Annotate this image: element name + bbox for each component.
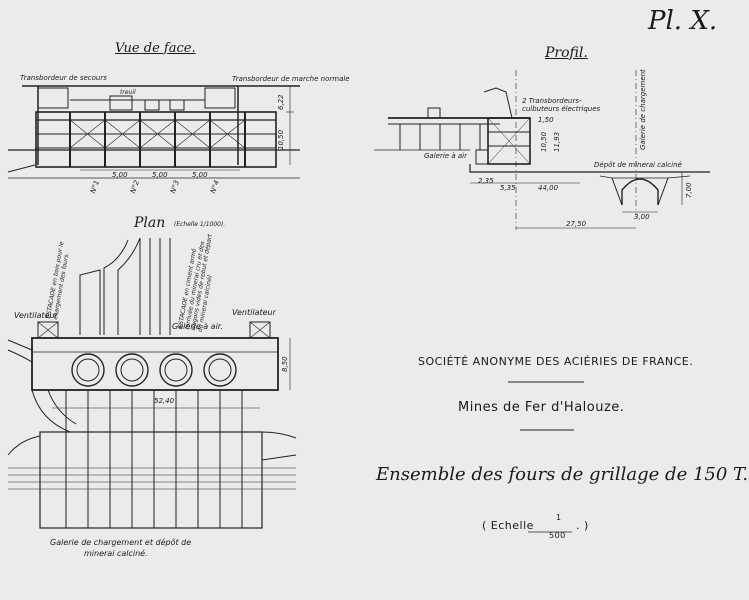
spacing-dim-3: 5,00 xyxy=(192,171,208,179)
profile-dim-8: 3,00 xyxy=(634,213,650,221)
profile-deposit: Dépôt de minerai calciné xyxy=(594,161,682,169)
profile-drawing xyxy=(374,70,710,230)
title-heading: Ensemble des fours de grillage de 150 T. xyxy=(376,464,749,485)
plan-side-dim: 8,50 xyxy=(281,356,289,372)
title-scale-prefix: ( Echelle xyxy=(482,519,534,532)
plan-scale-note: (Echelle 1/1000). xyxy=(174,221,226,228)
profile-dim-1: 1,50 xyxy=(538,116,554,124)
elevation-small-label: treuil xyxy=(120,89,136,96)
profile-dim-7: 27,50 xyxy=(566,220,587,228)
plan-width-dim: 52,40 xyxy=(154,397,175,405)
plan-title: Plan xyxy=(134,215,166,231)
profile-gallery: Galerie à air xyxy=(424,152,467,160)
elevation-left-label: Transbordeur de secours xyxy=(20,74,107,82)
plan-drawing xyxy=(7,237,297,529)
profile-dim-4: 2,35 xyxy=(478,177,494,185)
profile-dim-2: 10,50 xyxy=(540,131,548,152)
title-block-rules xyxy=(508,381,584,533)
title-company: SOCIÉTÉ ANONYME DES ACIÉRIES DE FRANCE. xyxy=(418,355,694,368)
plan-ventilator-right: Ventilateur xyxy=(232,308,276,317)
title-scale-suffix: . ) xyxy=(576,519,589,532)
plan-bottom-label-1: Galerie de chargement et dépôt de xyxy=(50,538,192,547)
plan-ventilator-left: Ventilateur xyxy=(14,311,58,320)
title-scale-denominator: 500 xyxy=(549,531,566,540)
profile-dim-6: 44,00 xyxy=(538,184,559,192)
title-scale-numerator: 1 xyxy=(556,513,562,522)
profile-transporters: 2 Transbordeurs-culbuteurs électriques xyxy=(522,97,601,113)
elevation-height-dim-1: 6,22 xyxy=(277,94,285,110)
elevation-right-label: Transbordeur de marche normale xyxy=(232,75,350,83)
spacing-dim-2: 5,00 xyxy=(152,171,168,179)
title-mine: Mines de Fer d'Halouze. xyxy=(458,400,625,415)
elevation-title: Vue de face. xyxy=(115,41,196,56)
spacing-dim-1: 5,00 xyxy=(112,171,128,179)
profile-title: Profil. xyxy=(545,45,588,61)
profile-dim-3: 11,93 xyxy=(553,131,561,152)
plan-air-gallery: Galerie à air. xyxy=(172,322,223,331)
profile-dim-5: 5,35 xyxy=(500,184,516,192)
plate-number: Pl. X. xyxy=(648,6,718,36)
profile-dim-9: 7,00 xyxy=(685,182,693,198)
elevation-height-dim-2: 10,50 xyxy=(277,129,285,150)
front-elevation-drawing xyxy=(7,85,300,179)
plan-bottom-label-2: minerai calciné. xyxy=(84,549,148,558)
profile-chute: Galerie de chargement xyxy=(639,69,647,150)
